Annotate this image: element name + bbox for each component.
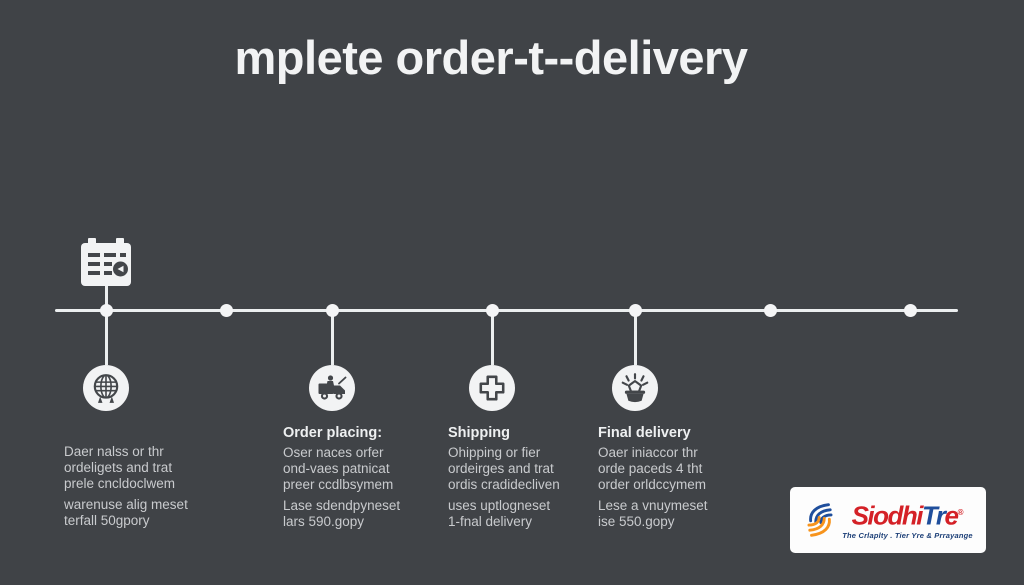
column-line: Daer nalss or thr xyxy=(64,444,164,459)
connector-down-1 xyxy=(104,312,108,365)
brand-swirl-icon xyxy=(807,503,833,537)
registered-mark: ® xyxy=(957,508,964,518)
truck-icon xyxy=(309,365,355,411)
column-line: ordis cradidecliven xyxy=(448,477,560,492)
plus-icon xyxy=(469,365,515,411)
column-paragraph: Lese a vnuymeset ise 550.gopy xyxy=(598,498,773,530)
column-heading: Shipping xyxy=(448,425,511,441)
column-line: orde paceds 4 tht xyxy=(598,461,703,476)
timeline-dot-3 xyxy=(325,304,339,317)
column-paragraph: Oser naces orfer ond-vaes patnicat preer… xyxy=(283,445,458,493)
timeline-dot-5 xyxy=(628,304,642,317)
timeline-dot-1 xyxy=(99,304,113,317)
column-line: Oser naces orfer xyxy=(283,445,384,460)
brand-wordmark-part: Siodhi xyxy=(851,500,924,531)
brand-text-block: SiodhiTre® The Crlaplty . Tier Yre & Prr… xyxy=(842,500,973,540)
stage-column-2: Order placing: Oser naces orfer ond-vaes… xyxy=(283,425,458,530)
connector-down-2 xyxy=(330,312,334,365)
connector-up-1 xyxy=(104,286,108,309)
brand-wordmark-part: e xyxy=(944,500,959,531)
stage-column-4: Final delivery Oaer iniaccor thr orde pa… xyxy=(598,425,773,530)
column-paragraph: Lase sdendpyneset lars 590.gopy xyxy=(283,498,458,530)
column-line: Oaer iniaccor thr xyxy=(598,445,698,460)
brand-logo: SiodhiTre® The Crlaplty . Tier Yre & Prr… xyxy=(790,487,986,553)
globe-icon xyxy=(83,365,129,411)
connector-down-3 xyxy=(490,312,494,365)
brand-wordmark: SiodhiTre® xyxy=(852,500,964,529)
connector-down-4 xyxy=(633,312,637,365)
column-line: ordeirges and trat xyxy=(448,461,554,476)
timeline-line xyxy=(55,309,958,312)
column-line: warenuse alig meset xyxy=(64,497,188,512)
column-heading: Order placing: xyxy=(283,425,383,441)
column-line: uses uptlogneset xyxy=(448,498,551,513)
column-line: preer ccdlbsymem xyxy=(283,477,394,492)
column-line: terfall 50gpory xyxy=(64,513,150,528)
column-paragraph: warenuse alig meset terfall 50gpory xyxy=(64,497,239,529)
brand-tagline: The Crlaplty . Tier Yre & Prrayange xyxy=(842,530,973,540)
timeline-dot-6 xyxy=(763,304,777,317)
column-line: Lese a vnuymeset xyxy=(598,498,708,513)
column-paragraph: Oaer iniaccor thr orde paceds 4 tht orde… xyxy=(598,445,773,493)
brand-wordmark-part: Tr xyxy=(922,500,946,531)
calendar-icon xyxy=(81,238,131,286)
timeline-dot-7 xyxy=(903,304,917,317)
column-line: order orldccymem xyxy=(598,477,707,492)
column-line: ise 550.gopy xyxy=(598,514,675,529)
column-line: Lase sdendpyneset xyxy=(283,498,401,513)
column-paragraph: Ohipping or fier ordeirges and trat ordi… xyxy=(448,445,623,493)
column-line: lars 590.gopy xyxy=(283,514,365,529)
column-line: 1-fnal delivery xyxy=(448,514,533,529)
timeline-dot-2 xyxy=(219,304,233,317)
timeline-dot-4 xyxy=(485,304,499,317)
stage-column-1: Daer nalss or thr ordeligets and trat pr… xyxy=(64,444,239,529)
basket-icon xyxy=(612,365,658,411)
page-title: mplete order-t--delivery xyxy=(234,31,748,84)
column-line: prele cncldoclwem xyxy=(64,476,176,491)
column-paragraph: uses uptlogneset 1-fnal delivery xyxy=(448,498,623,530)
column-line: ond-vaes patnicat xyxy=(283,461,390,476)
column-line: ordeligets and trat xyxy=(64,460,173,475)
stage-column-3: Shipping Ohipping or fier ordeirges and … xyxy=(448,425,623,530)
column-heading: Final delivery xyxy=(598,425,691,441)
column-line: Ohipping or fier xyxy=(448,445,541,460)
column-paragraph: Daer nalss or thr ordeligets and trat pr… xyxy=(64,444,239,492)
